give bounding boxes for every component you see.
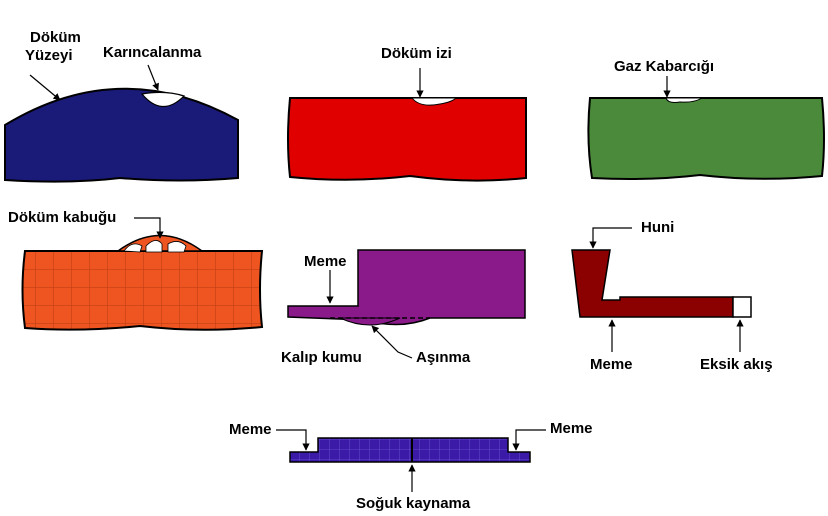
label-huni: Huni (641, 219, 675, 236)
label-kalip-kumu: Kalıp kumu (281, 349, 362, 366)
label-asinma: Aşınma (416, 349, 471, 366)
label-dokum-yuzeyi-line1: Döküm (30, 29, 81, 46)
label-meme-purple: Meme (304, 253, 347, 270)
label-dokum-kabugu: Döküm kabuğu (8, 209, 117, 226)
arrow-asinma (371, 325, 413, 359)
arrow-huni (589, 227, 632, 249)
misrun-shape (571, 249, 752, 318)
cold-shut-shape (289, 437, 531, 463)
label-karincalanma: Karıncalanma (103, 44, 202, 61)
scab-shape (21, 234, 264, 331)
arrow-meme-right (512, 429, 546, 451)
arrow-meme-left (276, 429, 310, 451)
label-gaz-kabarcigi: Gaz Kabarcığı (614, 58, 715, 75)
gas-bubble-shape (587, 97, 825, 180)
arrow-karincalanma (147, 64, 159, 91)
surface-pitting-shape (4, 87, 239, 183)
label-soguk-kaynama: Soğuk kaynama (356, 495, 471, 512)
label-dokum-izi: Döküm izi (381, 45, 452, 62)
casting-mark-shape (287, 97, 527, 182)
label-dokum-yuzeyi-line2: Yüzeyi (25, 47, 73, 64)
arrow-surface (29, 74, 61, 101)
label-meme-left: Meme (229, 421, 272, 438)
arrow-kabuk (134, 217, 164, 239)
label-meme-maroon: Meme (590, 356, 633, 373)
erosion-shape (287, 249, 526, 326)
label-eksik-akis: Eksik akış (700, 356, 773, 373)
label-meme-right: Meme (550, 420, 593, 437)
